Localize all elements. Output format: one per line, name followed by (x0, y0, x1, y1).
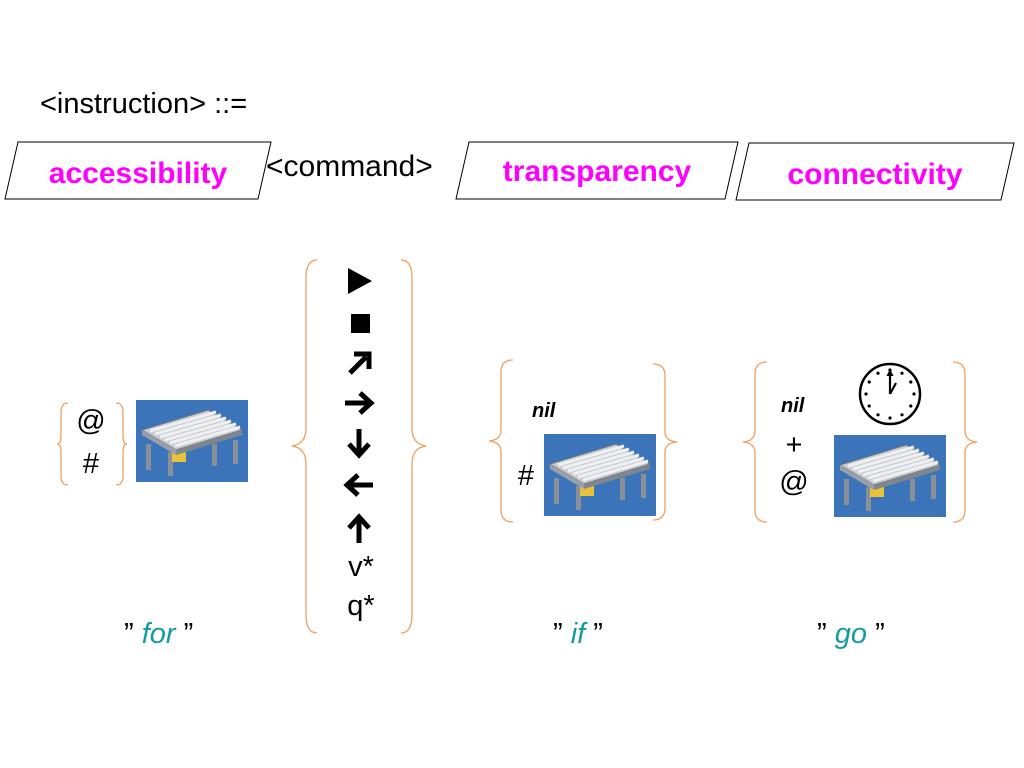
footer-if-keyword: if (570, 618, 586, 650)
arrow-right-icon (345, 391, 375, 415)
footer-if-close-quote: ” (593, 618, 603, 650)
footer-if-open-quote: ” (553, 618, 563, 650)
arrow-up-right-icon (348, 351, 372, 375)
footer-for-open-quote: ” (124, 618, 134, 650)
footer-go: ” go ” (817, 618, 885, 651)
command-label: <command> (266, 150, 433, 183)
footer-if: ” if ” (553, 618, 603, 651)
connectivity-box-frame (735, 142, 1015, 201)
clock-icon (858, 362, 922, 426)
transparency-right-brace (652, 363, 678, 521)
transparency-box: transparency (455, 141, 739, 201)
v-star-symbol: v* (348, 551, 374, 583)
instruction-title: <instruction> ::= (40, 88, 248, 120)
accessibility-at-symbol: @ (76, 405, 106, 437)
connectivity-right-brace (952, 361, 978, 523)
q-star-symbol: q* (347, 590, 375, 622)
transparency-label: transparency (502, 155, 692, 188)
transparency-nil-label: nil (532, 400, 556, 422)
accessibility-right-brace (115, 402, 128, 486)
accessibility-hash-symbol: # (82, 448, 100, 480)
connectivity-box: connectivity (735, 142, 1015, 202)
connectivity-at-symbol: @ (779, 466, 809, 498)
accessibility-label: accessibility (48, 157, 228, 190)
connectivity-label: connectivity (787, 158, 963, 191)
footer-go-open-quote: ” (817, 618, 827, 650)
connectivity-conveyor-image (834, 435, 946, 517)
arrow-left-icon (343, 473, 373, 497)
arrow-down-icon (347, 429, 371, 459)
transparency-box-frame (455, 141, 739, 200)
play-icon (348, 268, 372, 294)
connectivity-plus-symbol: + (785, 429, 803, 461)
footer-go-keyword: go (834, 618, 867, 650)
transparency-hash-symbol: # (517, 460, 535, 492)
connectivity-nil-label: nil (781, 395, 805, 417)
accessibility-box-frame (4, 141, 272, 200)
footer-go-close-quote: ” (875, 618, 885, 650)
accessibility-conveyor-image (136, 400, 248, 482)
footer-for-close-quote: ” (183, 618, 194, 650)
command-left-brace (291, 259, 318, 634)
transparency-conveyor-image (544, 434, 656, 516)
connectivity-left-brace (742, 361, 768, 523)
command-right-brace (400, 259, 427, 634)
footer-for: ” for ” (124, 618, 193, 651)
accessibility-left-brace (56, 402, 69, 486)
transparency-left-brace (488, 359, 514, 523)
accessibility-box: accessibility (4, 141, 272, 201)
stop-icon (351, 314, 370, 333)
footer-for-keyword: for (141, 618, 176, 650)
arrow-up-icon (347, 513, 371, 543)
